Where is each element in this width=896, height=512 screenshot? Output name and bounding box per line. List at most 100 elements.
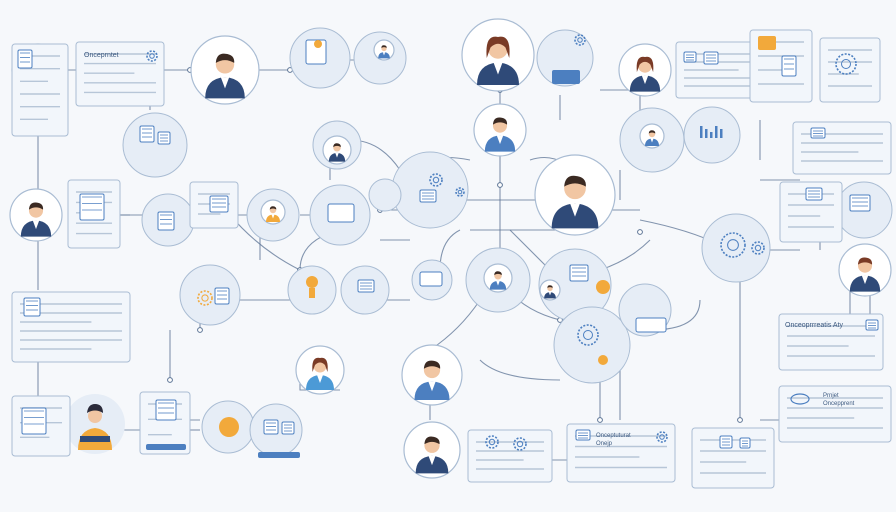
person-avatar-icon (190, 35, 260, 105)
gear-icon (574, 34, 586, 46)
button-bar-icon (258, 452, 300, 458)
gear-icon (455, 187, 465, 197)
document-icon (209, 195, 229, 213)
document-icon (575, 429, 591, 441)
lightbulb-icon (598, 355, 608, 365)
node-clipboard (289, 27, 351, 89)
card-top-right-2 (749, 29, 813, 103)
card-bottom-left (11, 395, 71, 457)
monitor-icon (635, 317, 667, 333)
person-avatar-icon (401, 344, 463, 406)
person-avatar-icon (639, 123, 665, 149)
document-icon (214, 287, 230, 305)
cloud-icon (758, 36, 776, 50)
card-bottom-center (467, 429, 553, 483)
gear-icon (720, 232, 746, 258)
node-document-cluster (122, 112, 188, 178)
card-bottom-left-2 (139, 391, 191, 455)
chart-icon (700, 126, 723, 138)
connector-dot (737, 417, 743, 423)
document-icon (21, 407, 47, 435)
cloud-icon (790, 393, 810, 405)
node-tiny (368, 178, 402, 212)
card-title: Onceptuturat (596, 433, 631, 439)
clipboard-icon (305, 39, 327, 65)
node-orange-circle (201, 400, 255, 454)
connector-dot (167, 377, 173, 383)
document-icon (683, 51, 697, 63)
person-avatar-icon (373, 39, 395, 61)
gear-icon (146, 50, 158, 62)
card-far-left (11, 43, 69, 137)
gear-icon (513, 437, 527, 451)
gear-icon (429, 173, 443, 187)
node-gear-orange (179, 264, 241, 326)
person-avatar-icon (322, 135, 352, 165)
card-bottom-right (691, 427, 775, 489)
document-icon (739, 437, 751, 449)
node-chat (340, 265, 390, 315)
node-monitor-right (618, 283, 672, 337)
connector-dot (597, 417, 603, 423)
node-screen-gear (309, 184, 371, 246)
gear-icon (656, 431, 668, 443)
document-icon (849, 194, 871, 212)
document-icon (805, 187, 823, 201)
status-dot (219, 417, 239, 437)
document-icon (781, 55, 797, 77)
document-icon (281, 421, 295, 435)
connector-dot (497, 182, 503, 188)
document-icon (419, 189, 437, 203)
document-icon (155, 399, 177, 421)
card-title: Oncepprent (823, 401, 855, 407)
gear-icon (577, 324, 599, 346)
person-avatar-icon (260, 199, 286, 225)
node-stack (249, 403, 303, 458)
lightbulb-icon (306, 276, 318, 298)
person-avatar-icon (461, 18, 535, 92)
document-icon (569, 264, 589, 282)
gear-icon (751, 241, 765, 255)
person-avatar-icon (9, 188, 63, 242)
node-helper (246, 188, 300, 242)
node-docs-left (141, 193, 195, 247)
document-icon (17, 49, 33, 69)
card-title: Onceoprrreatis Aty (785, 322, 843, 329)
node-person-headset (465, 247, 531, 313)
document-icon (23, 297, 41, 317)
card-right-mid: Onceoprrreatis Aty (778, 313, 884, 371)
node-gear-right (701, 213, 771, 283)
card-right-upper (792, 121, 892, 175)
person-avatar-icon (534, 154, 616, 236)
connector-line (599, 239, 651, 271)
node-people (619, 107, 685, 173)
document-icon (79, 193, 105, 221)
document-icon (865, 319, 879, 331)
monitor-icon (552, 70, 580, 84)
card-title: Prnjet (823, 393, 839, 399)
status-dot (596, 280, 610, 294)
button-bar-icon (146, 444, 186, 450)
node-idea (287, 265, 337, 315)
card-top-left: Onceprntet (75, 41, 165, 107)
document-icon (719, 435, 733, 449)
node-analysis (553, 306, 631, 384)
document-icon (263, 419, 279, 435)
person-avatar-icon (473, 103, 527, 157)
card-top-right (675, 41, 771, 99)
node-monitor-small (411, 259, 453, 301)
card-left-center (189, 181, 239, 229)
connector-dot (637, 229, 643, 235)
document-icon (139, 125, 155, 143)
gear-icon (485, 435, 499, 449)
node-doc-orange (538, 248, 612, 322)
document-icon (703, 51, 719, 65)
person-avatar-icon (618, 43, 672, 97)
person-avatar-icon (295, 345, 345, 395)
connector-line (479, 359, 561, 381)
